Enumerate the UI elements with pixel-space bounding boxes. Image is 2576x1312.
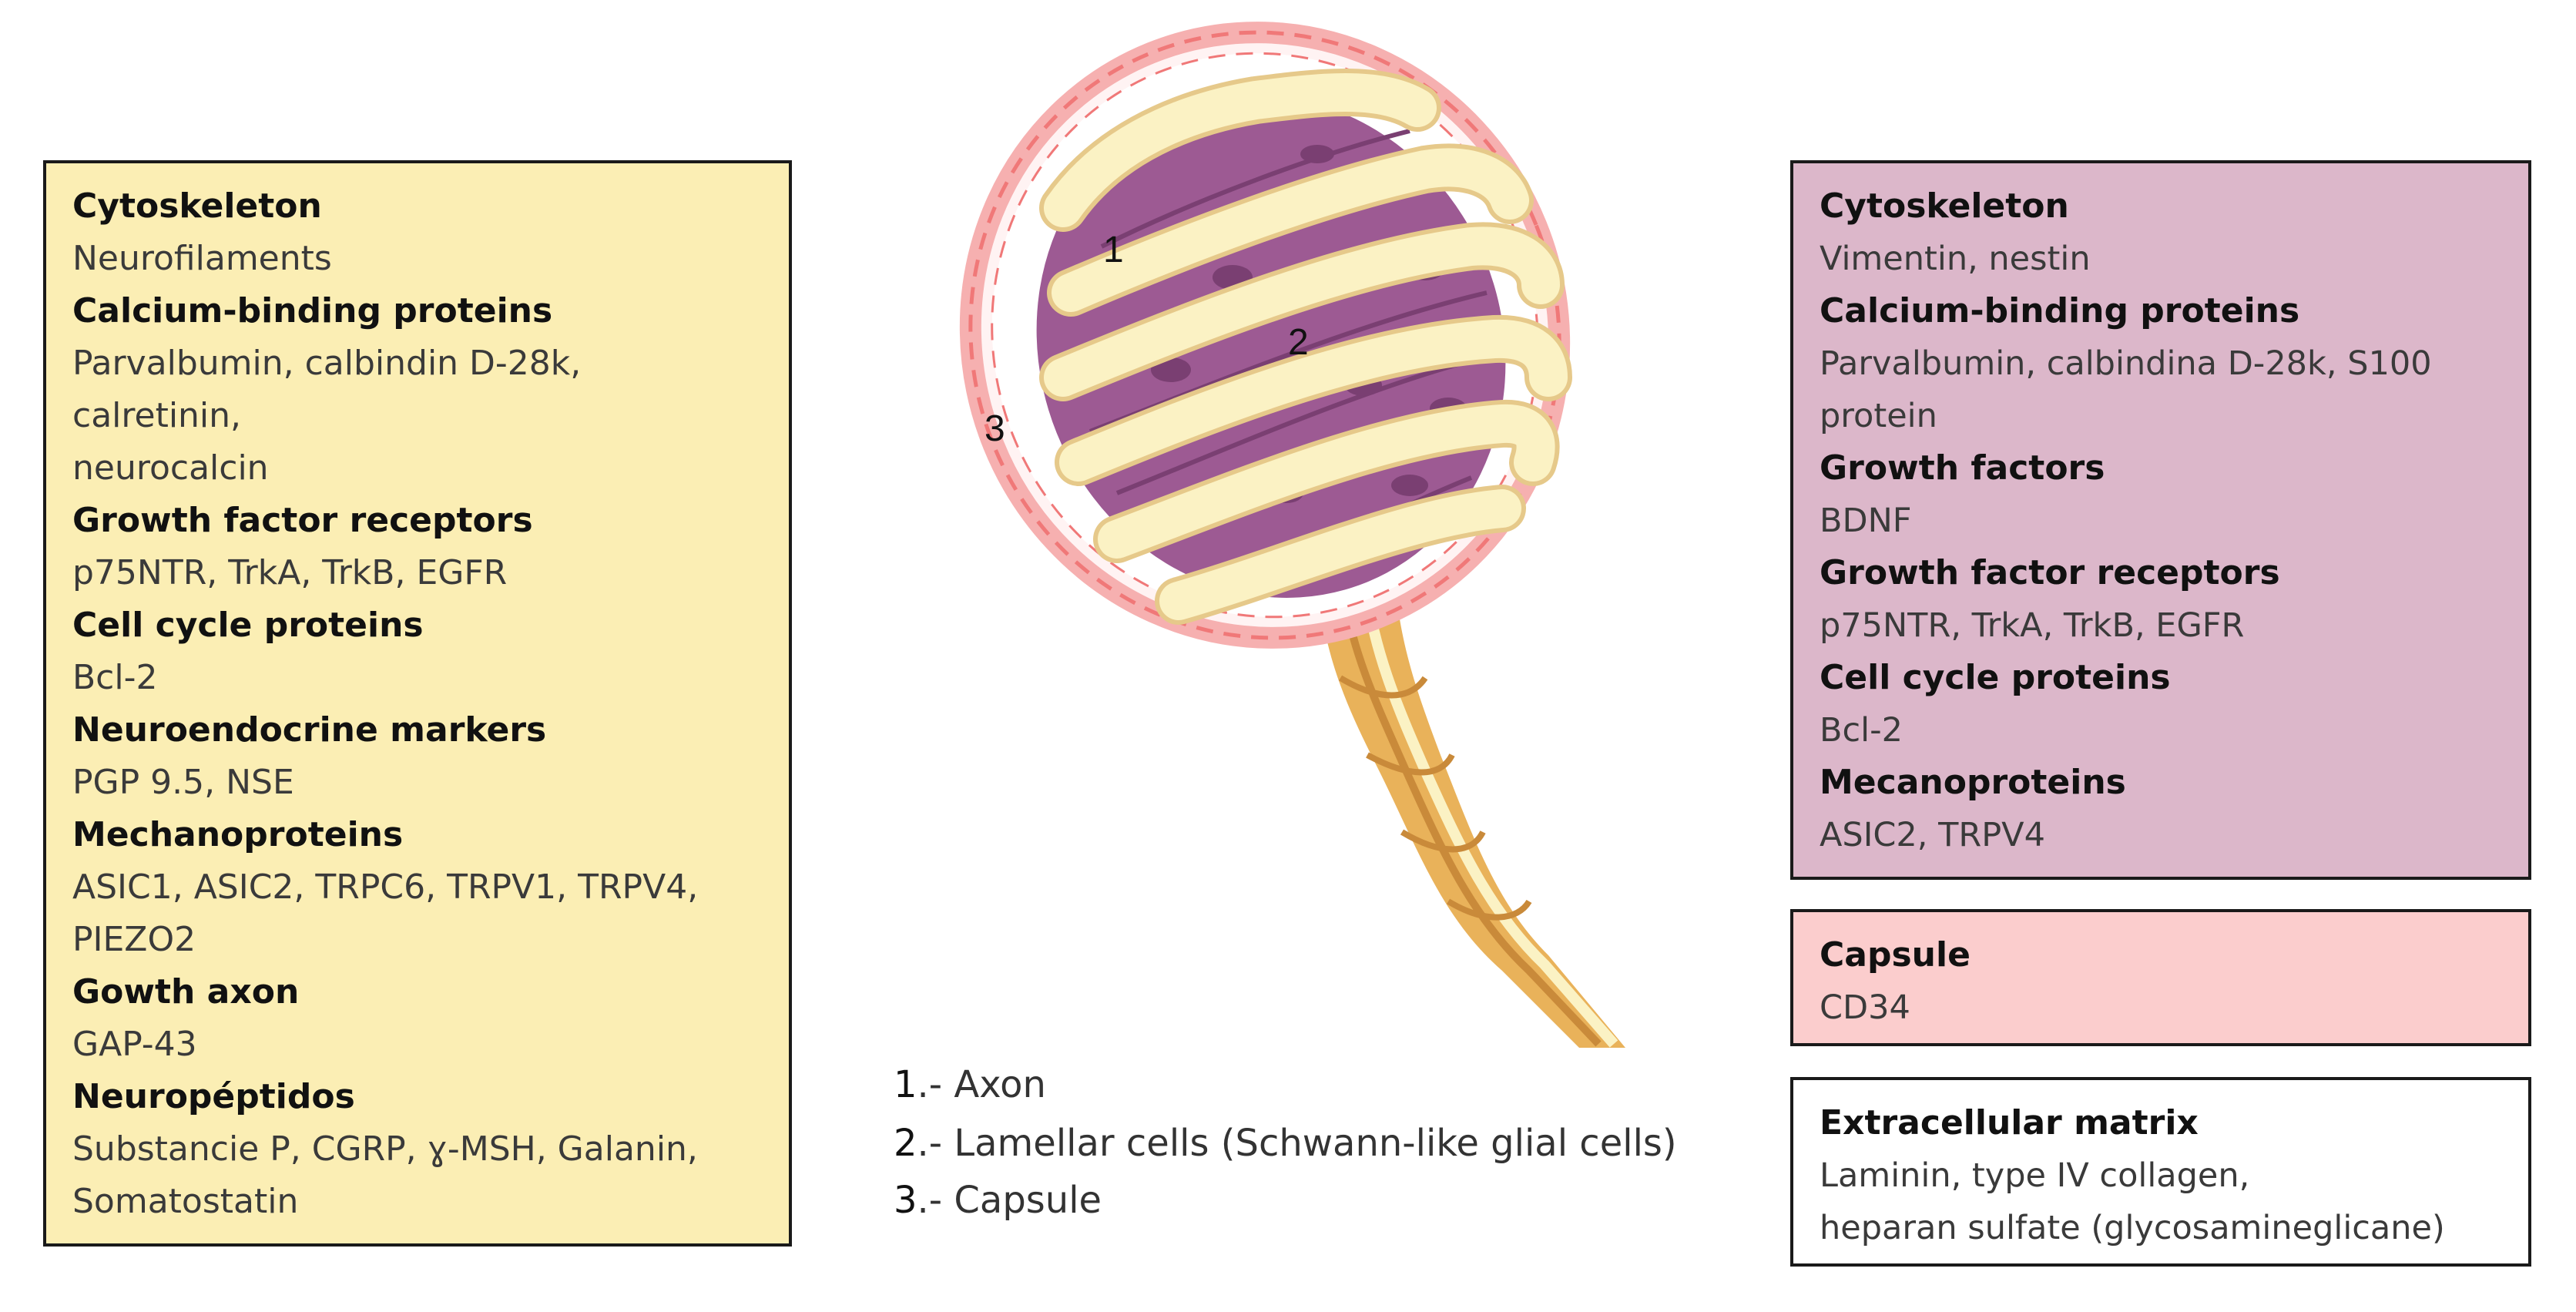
section-line: p75NTR, TrkA, TrkB, EGFR bbox=[72, 553, 508, 592]
legend-item-2: 2.- Lamellar cells (Schwann-like glial c… bbox=[894, 1122, 1677, 1165]
marker-2: 2 bbox=[1288, 322, 1309, 363]
section-title: Growth factors bbox=[1820, 448, 2105, 488]
section-line: protein bbox=[1820, 397, 1937, 435]
section-title: Mechanoproteins bbox=[72, 815, 404, 854]
legend-num: 1 bbox=[894, 1063, 917, 1106]
section-title: Neuroendocrine markers bbox=[72, 710, 547, 750]
section-title: Cell cycle proteins bbox=[1820, 658, 2171, 697]
legend-item-1: 1.- Axon bbox=[894, 1063, 1046, 1106]
section-title: Calcium-binding proteins bbox=[72, 291, 553, 331]
capsule-panel: Capsule CD34 bbox=[1790, 909, 2531, 1046]
axon-spiral bbox=[1039, 69, 1572, 625]
ecm-panel-line: heparan sulfate (glycosamineglicane) bbox=[1820, 1209, 2445, 1247]
extracellular-matrix-panel: Extracellular matrix Laminin, type IV co… bbox=[1790, 1077, 2531, 1267]
section-line: Substancie P, CGRP, ɣ-MSH, Galanin, bbox=[72, 1129, 698, 1169]
section-line: Somatostatin bbox=[72, 1182, 299, 1221]
section-line: BDNF bbox=[1820, 502, 1912, 540]
section-line: Neurofilaments bbox=[72, 239, 332, 278]
section-title: Cytoskeleton bbox=[1820, 186, 2069, 226]
section-line: Parvalbumin, calbindina D-28k, S100 bbox=[1820, 344, 2432, 383]
legend-text: .- Capsule bbox=[917, 1179, 1102, 1222]
section-line: p75NTR, TrkA, TrkB, EGFR bbox=[1820, 606, 2245, 645]
section-title: Mecanoproteins bbox=[1820, 763, 2126, 802]
legend-num: 3 bbox=[894, 1179, 917, 1222]
section-title: Cell cycle proteins bbox=[72, 606, 424, 645]
section-line: Parvalbumin, calbindin D-28k, bbox=[72, 344, 582, 383]
marker-1: 1 bbox=[1103, 230, 1124, 270]
section-line: Vimentin, nestin bbox=[1820, 240, 2091, 278]
legend-item-3: 3.- Capsule bbox=[894, 1179, 1102, 1222]
ecm-panel-line: Laminin, type IV collagen, bbox=[1820, 1156, 2250, 1195]
section-line: ASIC1, ASIC2, TRPC6, TRPV1, TRPV4, bbox=[72, 867, 699, 907]
section-line: PGP 9.5, NSE bbox=[72, 763, 294, 802]
section-line: Bcl-2 bbox=[72, 658, 158, 697]
section-title: Neuropéptidos bbox=[72, 1077, 355, 1116]
section-title: Calcium-binding proteins bbox=[1820, 291, 2300, 331]
legend-text: .- Lamellar cells (Schwann-like glial ce… bbox=[917, 1122, 1677, 1165]
section-line: Bcl-2 bbox=[1820, 711, 1903, 750]
capsule-panel-title: Capsule bbox=[1820, 935, 1971, 975]
section-line: GAP-43 bbox=[72, 1025, 197, 1064]
section-line: neurocalcin bbox=[72, 448, 269, 488]
section-title: Growth factor receptors bbox=[1820, 553, 2280, 592]
section-title: Cytoskeleton bbox=[72, 186, 322, 226]
capsule-panel-line: CD34 bbox=[1820, 988, 1910, 1027]
section-line: ASIC2, TRPV4 bbox=[1820, 816, 2045, 854]
ecm-panel-title: Extracellular matrix bbox=[1820, 1103, 2199, 1143]
marker-3: 3 bbox=[984, 408, 1005, 449]
section-title: Growth factor receptors bbox=[72, 501, 533, 540]
legend-num: 2 bbox=[894, 1122, 917, 1165]
section-title: Gowth axon bbox=[72, 972, 300, 1012]
pacinian-corpuscle-diagram: 1 2 3 bbox=[959, 22, 1625, 1048]
section-line: PIEZO2 bbox=[72, 920, 196, 959]
legend-text: .- Axon bbox=[917, 1063, 1046, 1106]
section-line: calretinin, bbox=[72, 396, 242, 435]
